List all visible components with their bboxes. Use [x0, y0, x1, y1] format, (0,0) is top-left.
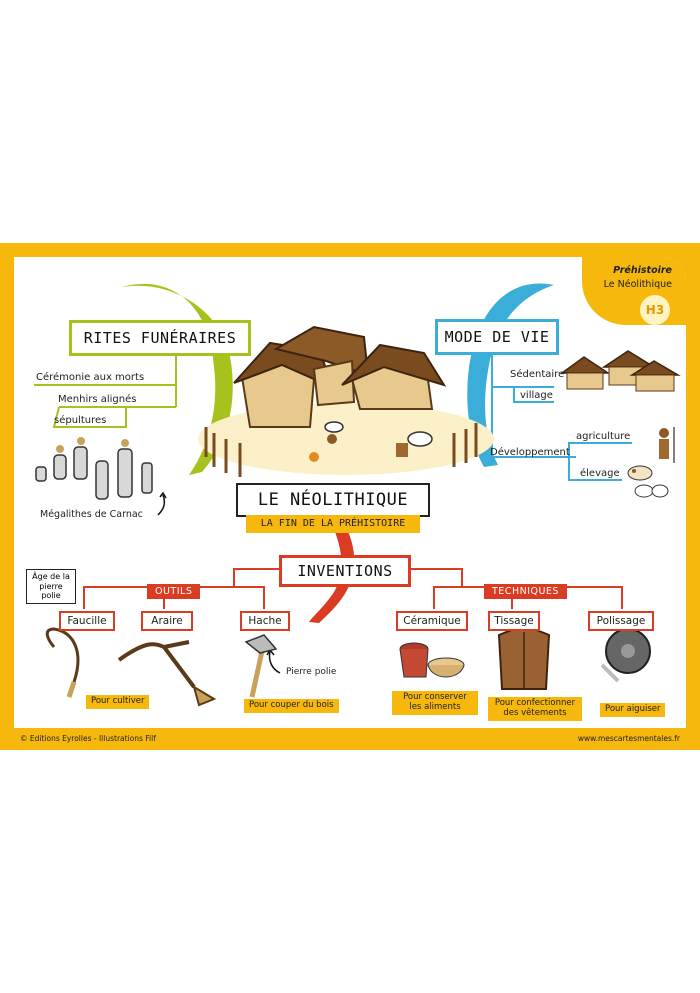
- grindstone-illustration: [600, 628, 651, 683]
- mode-item-developpement: Développement: [490, 447, 570, 458]
- connector-lines: [34, 283, 681, 707]
- pottery-illustration: [399, 642, 465, 678]
- technique-tissage: Tissage: [488, 611, 540, 631]
- footer-credits: © Editions Eyrolles - Illustrations Filf: [20, 734, 156, 743]
- use-couper-bois: Pour couper du bois: [244, 699, 339, 713]
- pierre-polie-note: Pierre polie: [286, 667, 337, 677]
- inventions-node: INVENTIONS: [279, 555, 411, 587]
- mode-item-village: village: [520, 390, 553, 401]
- use-confectionner: Pour confectionner des vêtements: [488, 697, 582, 721]
- chapter-badge: H3: [640, 295, 670, 325]
- outil-faucille: Faucille: [59, 611, 115, 631]
- village-houses-illustration: [559, 350, 681, 392]
- garment-illustration: [497, 628, 551, 690]
- use-conserver: Pour conserver les aliments: [392, 691, 478, 715]
- farmer-illustration: [659, 427, 675, 463]
- rites-funeraires-node: RITES FUNÉRAIRES: [69, 320, 251, 356]
- central-subtitle: LA FIN DE LA PRÉHISTOIRE: [246, 515, 420, 533]
- plough-illustration: [117, 640, 217, 707]
- rites-item-ceremonie: Cérémonie aux morts: [36, 372, 145, 383]
- village-illustration: [198, 325, 494, 477]
- outils-label: OUTILS: [147, 584, 201, 599]
- rites-item-sepultures: sépultures: [54, 415, 107, 426]
- inventions-branch-swoosh: [309, 515, 355, 623]
- topic-label: Le Néolithique: [603, 279, 672, 290]
- technique-polissage: Polissage: [588, 611, 654, 631]
- axe-illustration: [244, 634, 278, 698]
- outil-hache: Hache: [240, 611, 290, 631]
- subject-label: Préhistoire: [613, 265, 672, 276]
- mode-de-vie-node: MODE DE VIE: [435, 319, 559, 355]
- footer-website[interactable]: www.mescartesmentales.fr: [577, 734, 680, 743]
- techniques-label: TECHNIQUES: [484, 584, 567, 599]
- outil-araire: Araire: [141, 611, 193, 631]
- mode-leaf-lines: [491, 347, 632, 481]
- mode-item-agriculture: agriculture: [576, 431, 631, 442]
- central-title: LE NÉOLITHIQUE: [236, 483, 430, 517]
- technique-ceramique: Céramique: [396, 611, 468, 631]
- mode-item-elevage: élevage: [580, 468, 620, 479]
- rites-leaf-lines: [34, 347, 177, 428]
- mode-item-sedentaire: Sédentaire: [510, 369, 565, 380]
- rites-item-menhirs: Menhirs alignés: [58, 394, 137, 405]
- use-cultiver: Pour cultiver: [86, 695, 150, 709]
- megaliths-illustration: [35, 446, 153, 500]
- carnac-note: Mégalithes de Carnac: [40, 509, 143, 520]
- sickle-illustration: [45, 627, 80, 698]
- mind-map-card: Préhistoire Le Néolithique H3: [14, 257, 686, 728]
- livestock-illustration: [627, 465, 669, 498]
- age-pierre-polie-note: Âge de la pierre polie: [26, 569, 76, 604]
- use-aiguiser: Pour aiguiser: [600, 703, 666, 717]
